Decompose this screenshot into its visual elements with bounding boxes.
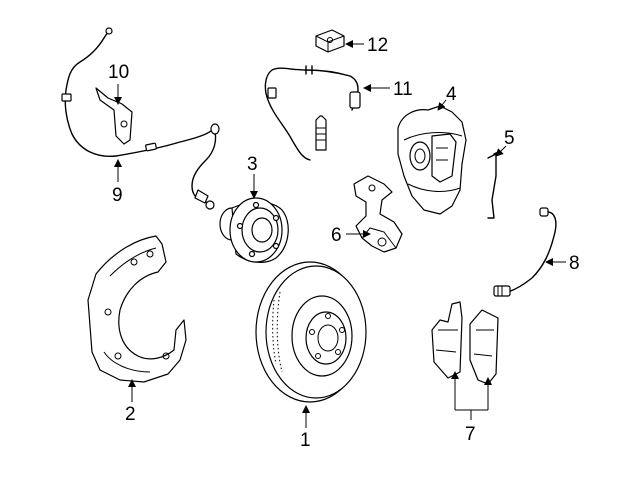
retaining-spring-icon: [487, 151, 499, 219]
wheel-hub-icon: [219, 197, 289, 263]
label-8: 8: [545, 253, 580, 274]
part-number-9: 9: [112, 185, 123, 206]
brake-hose-icon: [264, 65, 361, 161]
label-12: 12: [345, 35, 388, 56]
label-2: 2: [125, 379, 136, 425]
label-7: 7: [451, 371, 492, 445]
part-number-11: 11: [393, 79, 413, 100]
sensor-bracket-icon: [95, 87, 133, 145]
abs-sensor-icon: [61, 27, 220, 210]
part-number-7: 7: [465, 424, 476, 445]
label-11: 11: [363, 79, 413, 100]
part-number-1: 1: [300, 430, 311, 451]
part-number-4: 4: [446, 84, 457, 105]
brake-pads-icon: [431, 301, 499, 385]
part-number-12: 12: [367, 35, 388, 56]
brake-caliper-icon: [397, 105, 467, 215]
wear-sensor-icon: [493, 207, 557, 297]
label-6: 6: [331, 225, 371, 246]
part-number-10: 10: [108, 62, 129, 83]
part-number-5: 5: [504, 128, 515, 149]
label-1: 1: [300, 405, 311, 451]
label-10: 10: [108, 62, 129, 105]
caliper-carrier-icon: [353, 175, 403, 253]
label-9: 9: [112, 159, 123, 206]
part-number-3: 3: [247, 154, 258, 175]
splash-shield-icon: [87, 235, 187, 383]
label-5: 5: [495, 128, 515, 157]
label-3: 3: [247, 154, 258, 199]
label-4: 4: [437, 84, 457, 111]
brake-rotor-icon: [255, 261, 367, 403]
part-number-8: 8: [569, 253, 580, 274]
part-number-6: 6: [331, 225, 342, 246]
clip-icon: [315, 29, 345, 53]
part-number-2: 2: [125, 404, 136, 425]
